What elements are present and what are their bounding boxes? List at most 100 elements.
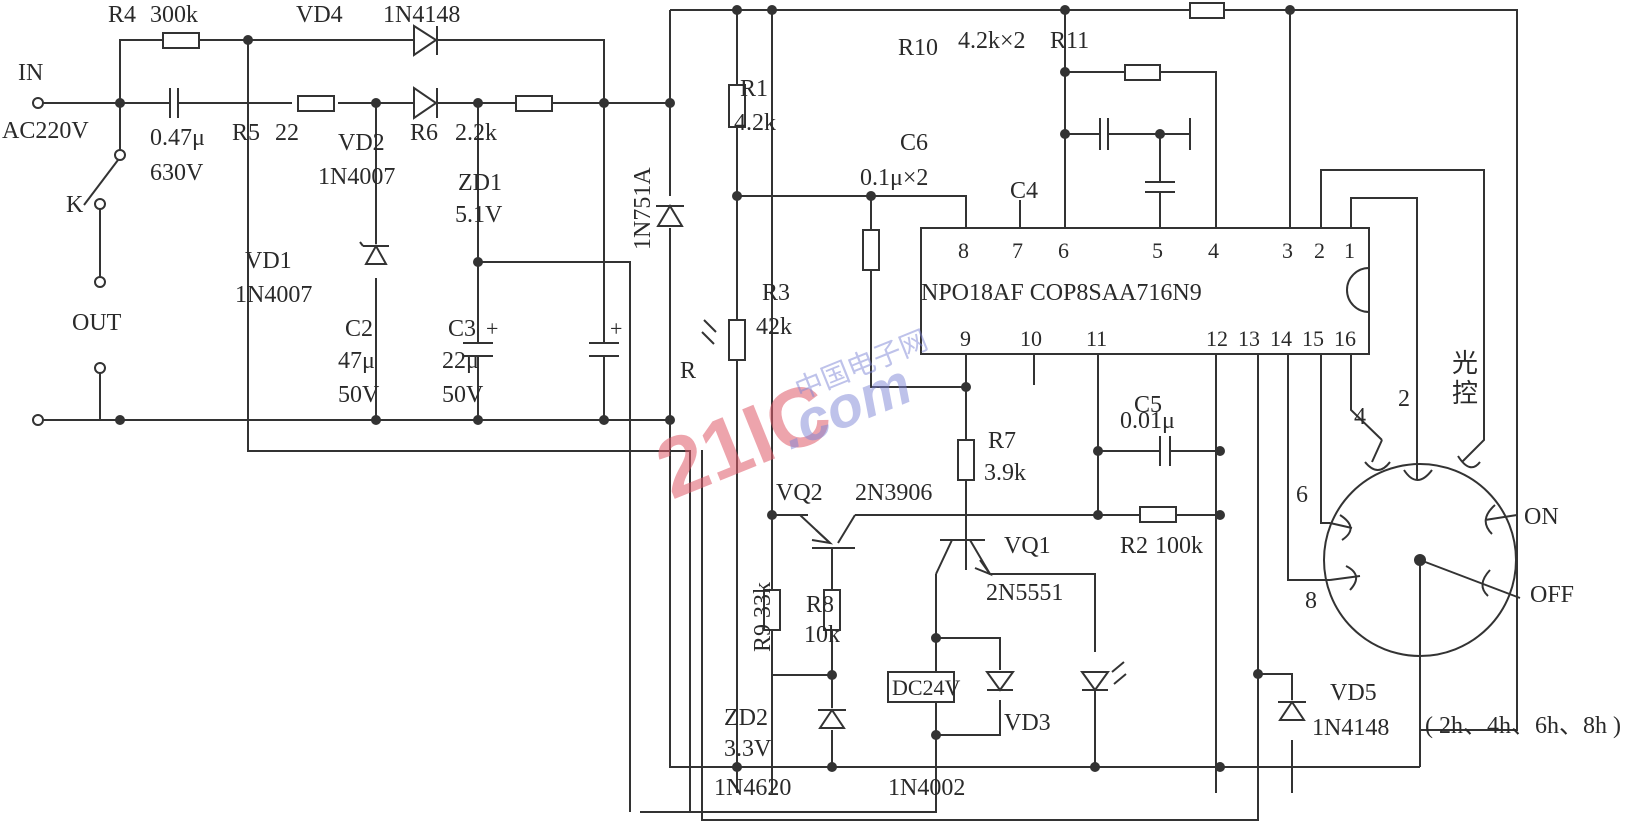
capacitor-c6 (1065, 118, 1191, 150)
label-r3-value: 42k (756, 314, 792, 340)
label-in: IN (18, 60, 43, 86)
label-c6-value: 0.1μ×2 (860, 165, 928, 191)
label-r9: R9 33k (750, 582, 776, 652)
light-arrows-icon (701, 319, 717, 345)
diode-vd1 (359, 241, 389, 265)
label-vd1-part: 1N4007 (235, 282, 312, 308)
label-c2-voltage: 50V (338, 382, 380, 408)
ic-pin-14: 14 (1270, 326, 1292, 351)
label-vd3: VD3 (1004, 710, 1051, 736)
ic-pin-11: 11 (1086, 326, 1107, 351)
resistor-r2 (1139, 506, 1177, 523)
label-r7: R7 (988, 428, 1016, 454)
diode-vd2 (413, 86, 438, 120)
label-switch-k: K (66, 192, 84, 218)
transistor-vq2 (772, 514, 856, 675)
ic-pin-16: 16 (1334, 326, 1356, 351)
ic-pin-9: 9 (960, 326, 971, 351)
label-vq2-part: 2N3906 (855, 480, 932, 506)
label-zd1-part: 1N751A (630, 167, 656, 250)
label-r8-value: 10k (804, 622, 840, 648)
label-c3-voltage: 50V (442, 382, 484, 408)
ic-notch (1346, 267, 1370, 313)
label-vd1: VD1 (245, 248, 292, 274)
label-vd2: VD2 (338, 130, 385, 156)
control-section (640, 2, 1518, 821)
resistor-r11 (1189, 2, 1225, 19)
resistor-r7 (957, 439, 975, 481)
label-c2-value: 47μ (338, 348, 375, 374)
label-c5-value: 0.01μ (1120, 408, 1175, 434)
resistor-r9 (763, 589, 781, 631)
label-c4: C4 (1010, 178, 1038, 204)
ic-pin-2: 2 (1314, 238, 1325, 263)
label-r10-r11-value: 4.2k×2 (958, 28, 1026, 54)
resistor-r3 (862, 229, 880, 271)
selector-wiper (1419, 559, 1521, 599)
label-vd2-part: 1N4007 (318, 164, 395, 190)
label-r3: R3 (762, 280, 790, 306)
label-r7-value: 3.9k (984, 460, 1026, 486)
resistor-r8 (823, 589, 841, 631)
diode-vd4 (413, 24, 438, 57)
resistor-r5 (297, 95, 335, 112)
label-c2: C2 (345, 316, 373, 342)
ic-label: NPO18AF COP8SAA716N9 (921, 280, 1202, 306)
label-vq1-part: 2N5551 (986, 580, 1063, 606)
ic-pin-6: 6 (1058, 238, 1069, 263)
ic-pin-8: 8 (958, 238, 969, 263)
diode-vd3 (985, 671, 1015, 692)
diode-vd5 (1278, 700, 1306, 721)
terminal-out (32, 414, 44, 426)
ic-pin-7: 7 (1012, 238, 1023, 263)
selector-pos-8: 8 (1305, 588, 1317, 614)
label-zd2-value: 3.3V (724, 736, 772, 762)
label-zd2: ZD2 (724, 705, 768, 731)
label-ac220v: AC220V (2, 118, 89, 144)
capacitor-c5 (1098, 436, 1220, 466)
label-r2: R2 (1120, 533, 1148, 559)
label-zd1-value: 5.1V (455, 202, 503, 228)
photoresistor-r (728, 319, 746, 361)
label-c3-value: 22μ (442, 348, 479, 374)
capacitor-c2 (463, 103, 493, 420)
label-vd4-part: 1N4148 (383, 2, 460, 28)
selector-pos-2: 2 (1398, 386, 1410, 412)
relay-dc24v (887, 671, 955, 703)
label-r2-value: 100k (1155, 533, 1203, 559)
label-relay: DC24V (892, 675, 961, 700)
selector-on: ON (1524, 504, 1559, 530)
label-c6: C6 (900, 130, 928, 156)
selector-timer-note: ( 2h、4h、6h、8h ) (1425, 713, 1621, 739)
labels: IN AC220V K OUT R4 300k VD4 1N4148 0.47μ… (2, 2, 1621, 801)
label-c3: C3 (448, 316, 476, 342)
label-out: OUT (72, 310, 122, 336)
selector-off: OFF (1530, 582, 1574, 608)
label-r1: R1 (740, 76, 768, 102)
label-r5-value: 22 (275, 120, 299, 146)
led (1080, 671, 1110, 767)
ic-pin-15: 15 (1302, 326, 1324, 351)
ic-pin-12: 12 (1206, 326, 1228, 351)
label-vd3-part: 1N4002 (888, 775, 965, 801)
ic-pin-10: 10 (1020, 326, 1042, 351)
resistor-r10 (1124, 64, 1161, 81)
label-vd5-part: 1N4148 (1312, 715, 1389, 741)
ic-pin-1: 1 (1344, 238, 1355, 263)
label-c5: C5 (1134, 392, 1162, 418)
svg-text:+: + (610, 316, 622, 341)
label-r6: R6 (410, 120, 438, 146)
transistor-vq1 (935, 515, 1096, 652)
selector-pos-4: 4 (1354, 404, 1366, 430)
label-vq1: VQ1 (1004, 533, 1051, 559)
capacitor-c3 (589, 103, 619, 420)
label-photoresistor: R (680, 358, 696, 384)
rotary-selector (1323, 412, 1521, 767)
label-r1-value: 4.2k (734, 110, 776, 136)
label-r5: R5 (232, 120, 260, 146)
label-r8: R8 (806, 592, 834, 618)
label-zd2-part: 1N4620 (714, 775, 791, 801)
resistor-r4 (162, 32, 200, 49)
label-r6-value: 2.2k (455, 120, 497, 146)
